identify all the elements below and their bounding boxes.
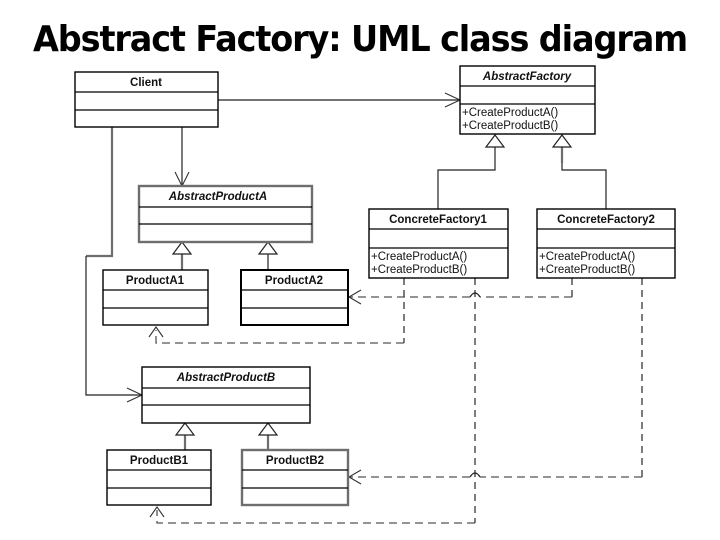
generalization-concretefactory1 [437,134,506,209]
class-concrete-factory-2[interactable]: ConcreteFactory2 +CreateProductA() +Crea… [536,208,676,279]
generalization-concretefactory2 [551,134,607,209]
inheritance-triangle-icon [171,241,193,255]
class-name: ConcreteFactory1 [389,214,487,226]
association-client-abstractproducta [174,127,190,188]
dependency-concretefactory2-productb2 [347,278,643,485]
operation: +CreateProductA() [462,107,558,119]
class-abstract-factory[interactable]: AbstractFactory +CreateProductA() +Creat… [459,65,596,135]
class-abstract-product-b[interactable]: AbstractProductB [141,366,311,424]
class-abstract-product-a[interactable]: AbstractProductA [137,184,314,244]
operation: +CreateProductB() [539,264,635,276]
class-concrete-factory-1[interactable]: ConcreteFactory1 +CreateProductA() +Crea… [368,208,509,279]
class-name: ProductA1 [126,275,185,287]
class-name: ProductB1 [130,455,189,467]
class-product-a2[interactable]: ProductA2 [240,269,349,326]
open-arrowhead-icon [148,326,164,338]
association-client-abstractproductb [85,127,144,403]
operation: +CreateProductA() [539,251,635,263]
dependency-concretefactory1-productb1 [149,278,476,524]
operation: +CreateProductB() [371,264,467,276]
class-product-b1[interactable]: ProductB1 [106,449,212,506]
class-client[interactable]: Client [74,71,219,128]
slide-title: Abstract Factory: UML class diagram [32,19,688,60]
operation: +CreateProductB() [462,120,558,132]
class-name: ProductA2 [265,275,323,287]
class-product-b2[interactable]: ProductB2 [240,448,350,507]
inheritance-triangle-icon [484,134,506,148]
open-arrowhead-icon [149,506,165,518]
dependency-concretefactory1-producta1 [148,278,405,344]
inheritance-triangle-icon [257,422,279,436]
inheritance-triangle-icon [551,134,573,148]
operation: +CreateProductA() [371,251,467,263]
class-name: ProductB2 [266,455,324,467]
association-client-abstractfactory [218,92,462,108]
class-name: ConcreteFactory2 [557,214,655,226]
class-name: AbstractProductA [168,191,267,203]
inheritance-triangle-icon [174,422,196,436]
class-name: Client [130,77,162,89]
class-name: AbstractProductB [176,372,275,384]
generalization-producta1 [171,241,193,270]
class-name: AbstractFactory [482,71,572,83]
class-product-a1[interactable]: ProductA1 [102,269,209,326]
inheritance-triangle-icon [257,241,279,255]
generalization-producta2 [257,241,279,270]
dependency-concretefactory2-producta2 [347,278,573,305]
generalization-productb1 [174,422,196,450]
generalization-productb2 [257,422,279,450]
